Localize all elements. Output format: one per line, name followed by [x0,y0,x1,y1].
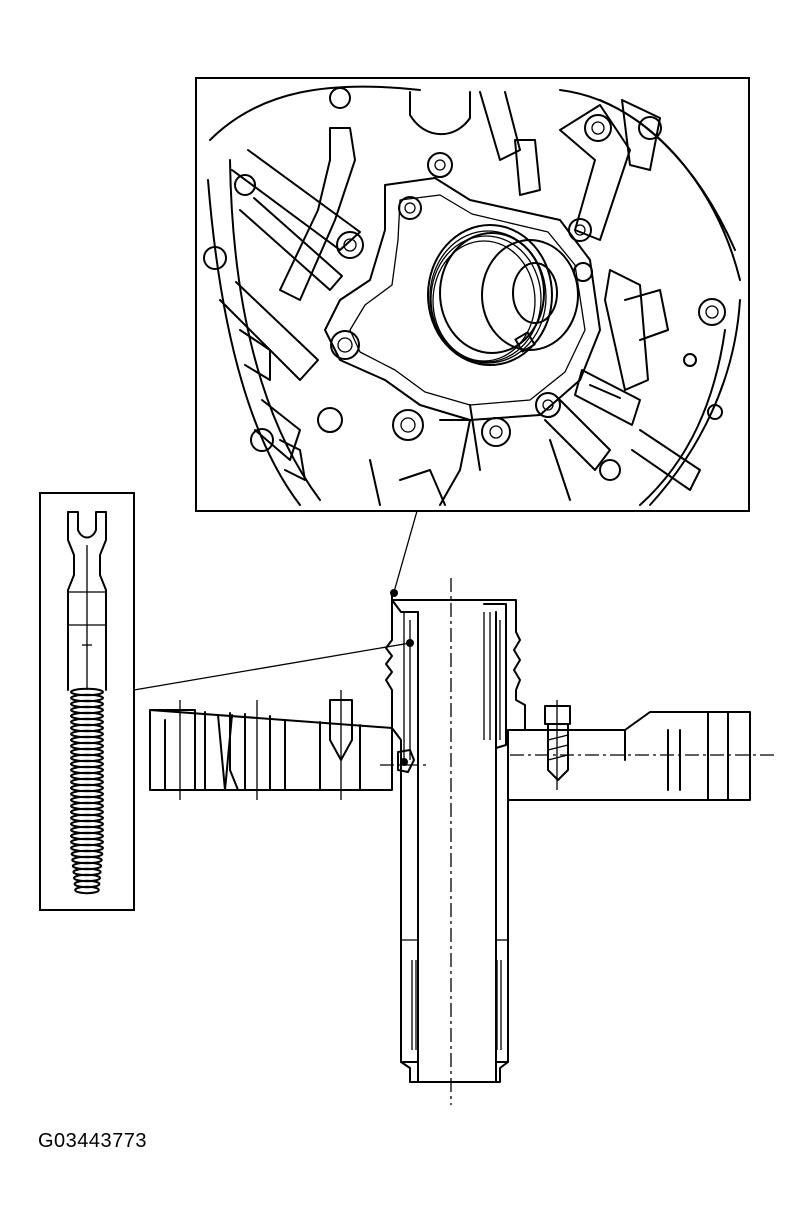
leader-lines [133,510,418,691]
figure-code: G03443773 [38,1130,148,1152]
pump-cross-section-view [149,578,775,1105]
pump-body-drawing [203,85,741,506]
top-view-callout-dot [390,589,398,597]
oil-pump-top-view [195,77,750,512]
spring-callout-dot [406,639,414,647]
top-view-frame [195,77,750,512]
spring-coil [74,885,100,895]
bolt-holes [203,87,726,481]
coil-spring-icon [67,511,107,895]
spring-detail-view [39,492,135,911]
